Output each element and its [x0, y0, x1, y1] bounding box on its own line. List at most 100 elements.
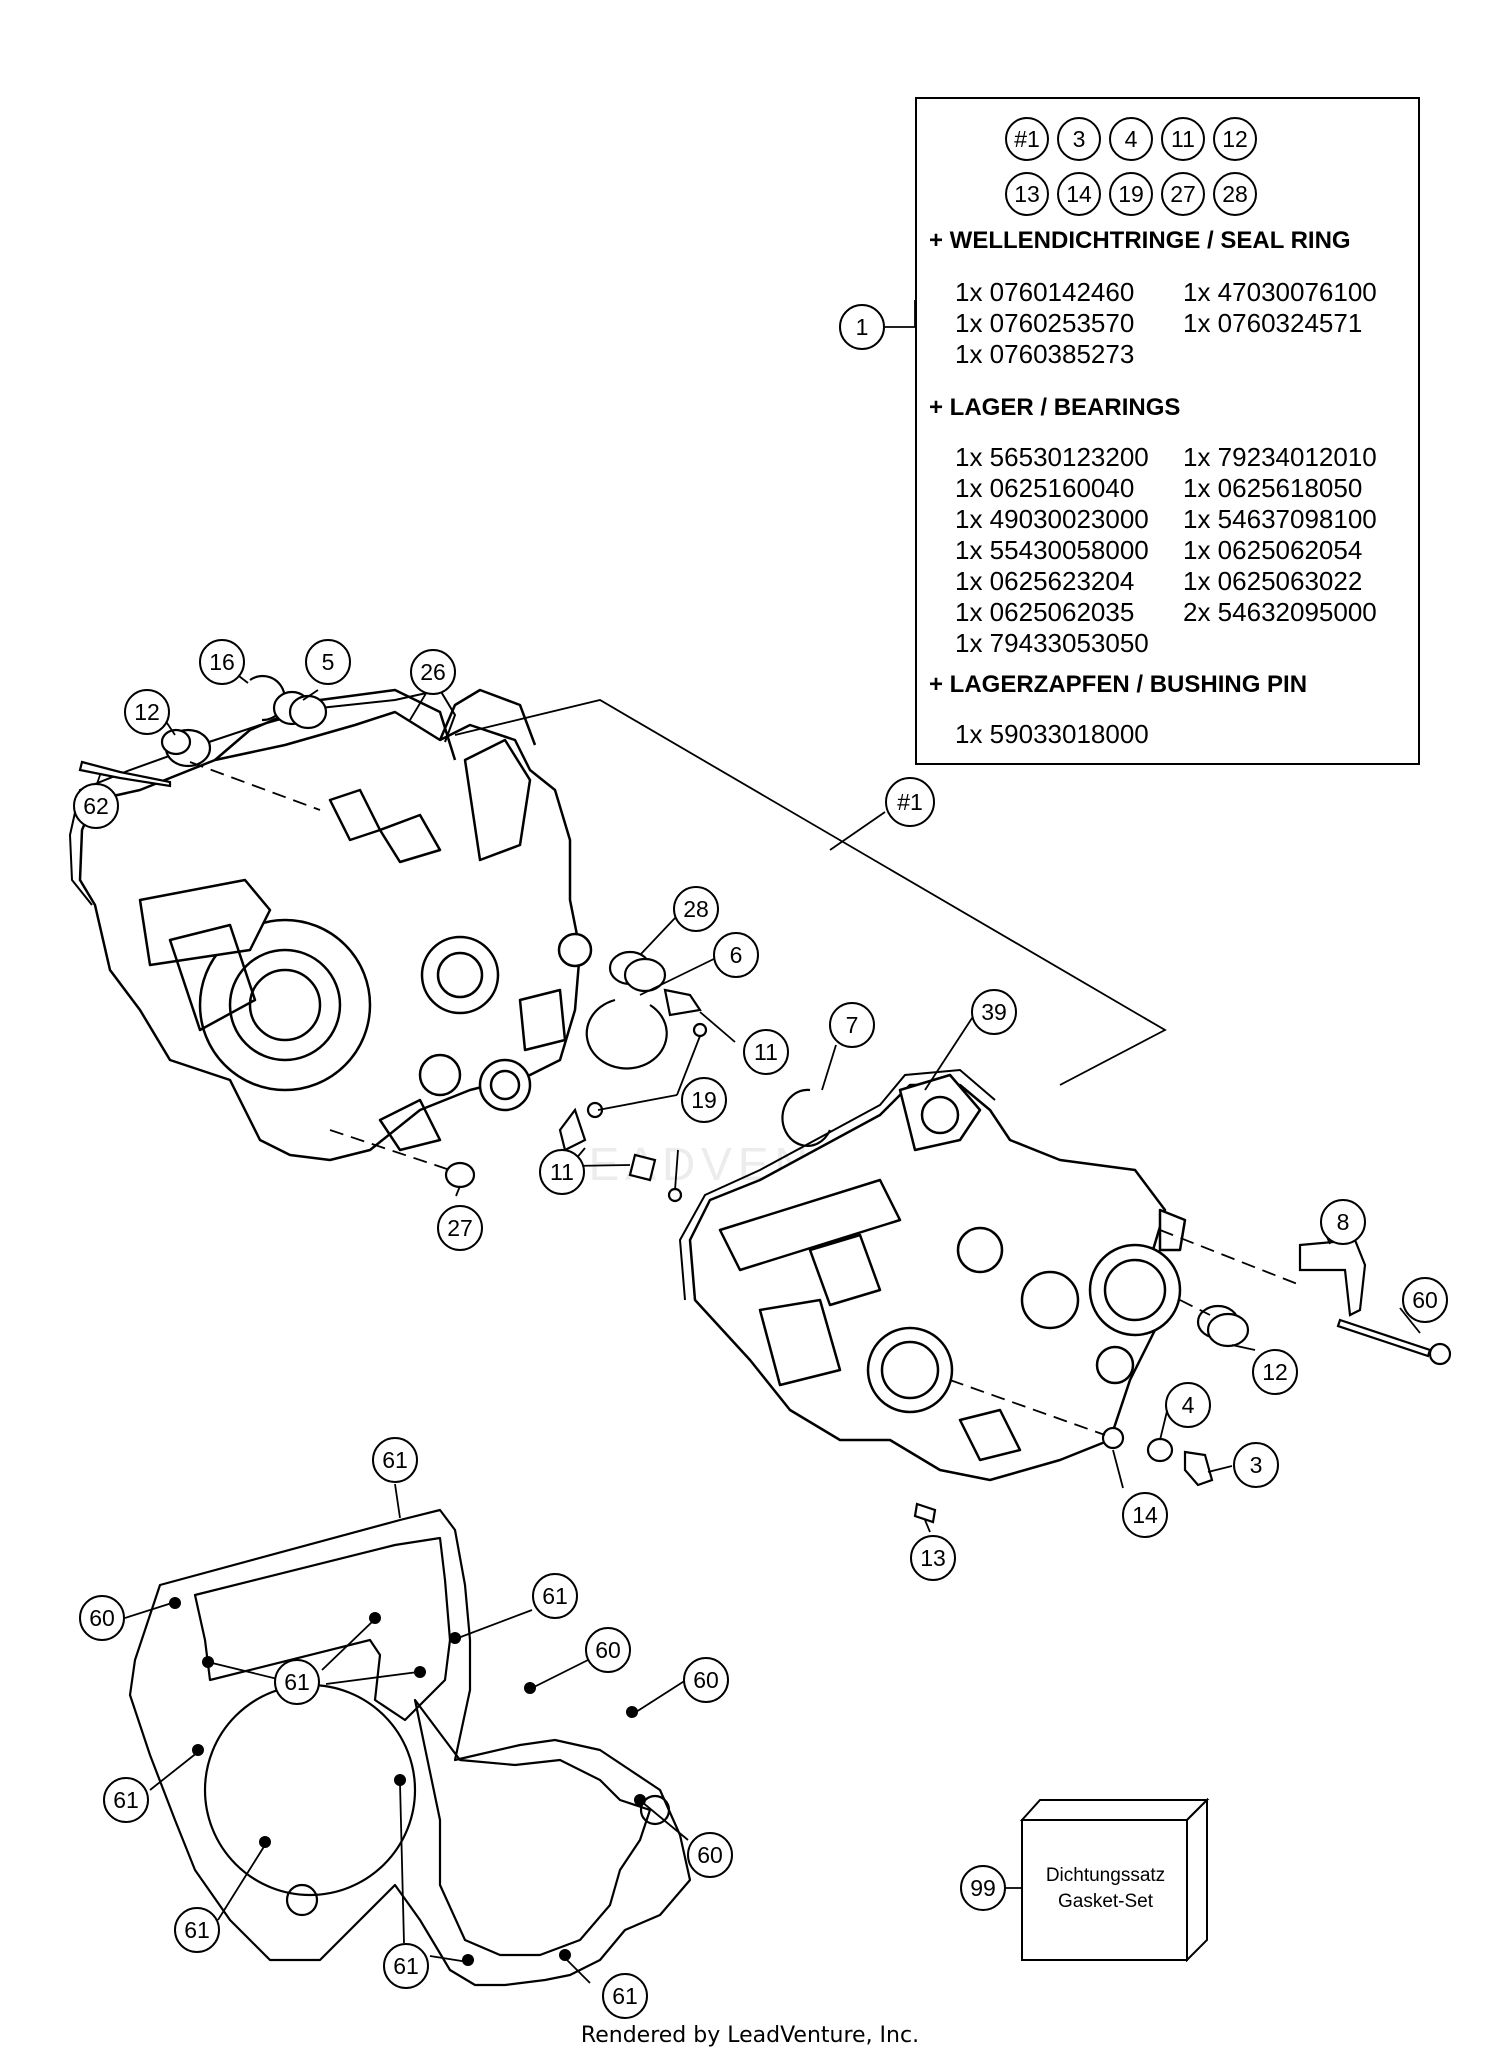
svg-text:#1: #1 — [897, 789, 923, 815]
svg-text:60: 60 — [697, 1842, 723, 1868]
callout-6: 6 — [713, 932, 759, 978]
seal-ring-parts: 1x 0760142460 1x 47030076100 1x 07602535… — [955, 277, 1411, 370]
part-number: 1x 0625063022 — [1183, 566, 1363, 596]
gasket-set-box — [1019, 1797, 1210, 1963]
svg-text:11: 11 — [550, 1159, 574, 1185]
svg-text:62: 62 — [83, 793, 109, 819]
callout-28: 28 — [673, 886, 719, 932]
callout-7: 7 — [829, 1002, 875, 1048]
callout-gasket-60-left: 60 — [79, 1595, 125, 1641]
callout-5: 5 — [305, 639, 351, 685]
part-number: 1x 0625160040 — [955, 473, 1135, 503]
kit-chip: 12 — [1213, 117, 1257, 161]
svg-text:5: 5 — [322, 649, 335, 675]
svg-text:6: 6 — [730, 942, 743, 968]
svg-text:61: 61 — [542, 1583, 568, 1609]
svg-text:3: 3 — [1250, 1452, 1263, 1478]
footer-credit: Rendered by LeadVenture, Inc. — [580, 2023, 920, 2048]
callout-12-left: 12 — [124, 689, 170, 735]
callout-99: 99 — [960, 1865, 1006, 1911]
kit-chip: 19 — [1109, 172, 1153, 216]
part-number: 1x 0760253570 — [955, 308, 1135, 338]
svg-text:12: 12 — [134, 699, 160, 725]
callout-gasket-60-r1: 60 — [585, 1627, 631, 1673]
callout-assembly: #1 — [885, 777, 935, 827]
part-number: 1x 0760324571 — [1183, 308, 1363, 338]
callout-4: 4 — [1165, 1382, 1211, 1428]
part-number: 1x 0760385273 — [955, 339, 1135, 369]
callout-39: 39 — [971, 989, 1017, 1035]
part-number: 1x 0625618050 — [1183, 473, 1363, 503]
part-number: 1x 79234012010 — [1183, 442, 1377, 472]
callout-26: 26 — [410, 649, 456, 695]
callout-gasket-60-r3: 60 — [687, 1832, 733, 1878]
callout-27: 27 — [437, 1205, 483, 1251]
gasket-hole-dots — [169, 1597, 646, 1966]
svg-text:13: 13 — [920, 1545, 946, 1571]
callout-gasket-61-bot: 61 — [383, 1943, 429, 1989]
kit-chip: 28 — [1213, 172, 1257, 216]
right-gasket-outline — [678, 1068, 996, 1301]
part-number: 1x 59033018000 — [955, 719, 1149, 749]
callout-60-bolt: 60 — [1402, 1277, 1448, 1323]
callout-19: 19 — [681, 1077, 727, 1123]
svg-text:60: 60 — [693, 1667, 719, 1693]
svg-text:61: 61 — [393, 1953, 419, 1979]
svg-text:7: 7 — [846, 1012, 859, 1038]
right-crankcase-half — [688, 1073, 1187, 1482]
svg-text:12: 12 — [1262, 1359, 1288, 1385]
part-number: 1x 0625623204 — [955, 566, 1135, 596]
callout-11-upper: 11 — [743, 1029, 789, 1075]
kit-chip: 27 — [1161, 172, 1205, 216]
svg-text:60: 60 — [1412, 1287, 1438, 1313]
part-number: 1x 54637098100 — [1183, 504, 1377, 534]
bushing-pin-parts: 1x 59033018000 — [955, 719, 1411, 750]
kit-chip: 14 — [1057, 172, 1101, 216]
svg-text:61: 61 — [113, 1787, 139, 1813]
svg-text:8: 8 — [1337, 1209, 1350, 1235]
gasket-set-label: Dichtungssatz Gasket-Set — [1024, 1820, 1187, 1958]
part-number: 1x 47030076100 — [1183, 277, 1377, 307]
gasket-set-line-2: Gasket-Set — [1057, 1891, 1154, 1912]
svg-text:14: 14 — [1132, 1502, 1158, 1528]
svg-text:1: 1 — [856, 314, 869, 340]
callout-gasket-61-bl: 61 — [174, 1907, 220, 1953]
bearings-parts: 1x 56530123200 1x 79234012010 1x 0625160… — [955, 442, 1411, 659]
svg-text:61: 61 — [612, 1983, 638, 2009]
kit-chip: 13 — [1005, 172, 1049, 216]
callout-kit: 1 — [839, 304, 885, 350]
gasket-set-line-1: Dichtungssatz — [1045, 1865, 1166, 1886]
left-gasket-outline — [68, 688, 457, 906]
kit-contents-box: #1 3 4 11 12 13 14 19 27 28 + WELLENDICH… — [915, 97, 1420, 765]
svg-text:60: 60 — [595, 1637, 621, 1663]
svg-text:27: 27 — [447, 1215, 473, 1241]
kit-chips-row-2: 13 14 19 27 28 — [1005, 172, 1257, 216]
svg-text:19: 19 — [691, 1087, 717, 1113]
part-number: 1x 56530123200 — [955, 442, 1149, 472]
svg-text:16: 16 — [209, 649, 235, 675]
callout-11-lower: 11 — [539, 1149, 585, 1195]
kit-chip: 11 — [1161, 117, 1205, 161]
callout-14: 14 — [1122, 1492, 1168, 1538]
callout-16: 16 — [199, 639, 245, 685]
crankcase-gasket — [128, 1508, 692, 1987]
svg-text:26: 26 — [420, 659, 446, 685]
svg-text:99: 99 — [970, 1875, 996, 1901]
kit-chip: #1 — [1005, 117, 1049, 161]
section-heading-bearings: + LAGER / BEARINGS — [929, 394, 1181, 421]
svg-text:61: 61 — [382, 1447, 408, 1473]
callout-62: 62 — [73, 783, 119, 829]
section-heading-seal-ring: + WELLENDICHTRINGE / SEAL RING — [929, 227, 1351, 254]
small-parts — [78, 674, 1452, 1524]
part-number: 1x 55430058000 — [955, 535, 1149, 565]
kit-chip: 3 — [1057, 117, 1101, 161]
left-crankcase-half — [78, 688, 593, 1162]
kit-chips-row-1: #1 3 4 11 12 — [1005, 117, 1257, 161]
callout-gasket-61-upper: 61 — [532, 1573, 578, 1619]
part-number: 1x 0625062054 — [1183, 535, 1363, 565]
callout-gasket-61-mid: 61 — [274, 1659, 320, 1705]
callout-12-right: 12 — [1252, 1349, 1298, 1395]
callout-8: 8 — [1320, 1199, 1366, 1245]
part-number: 1x 0760142460 — [955, 277, 1135, 307]
